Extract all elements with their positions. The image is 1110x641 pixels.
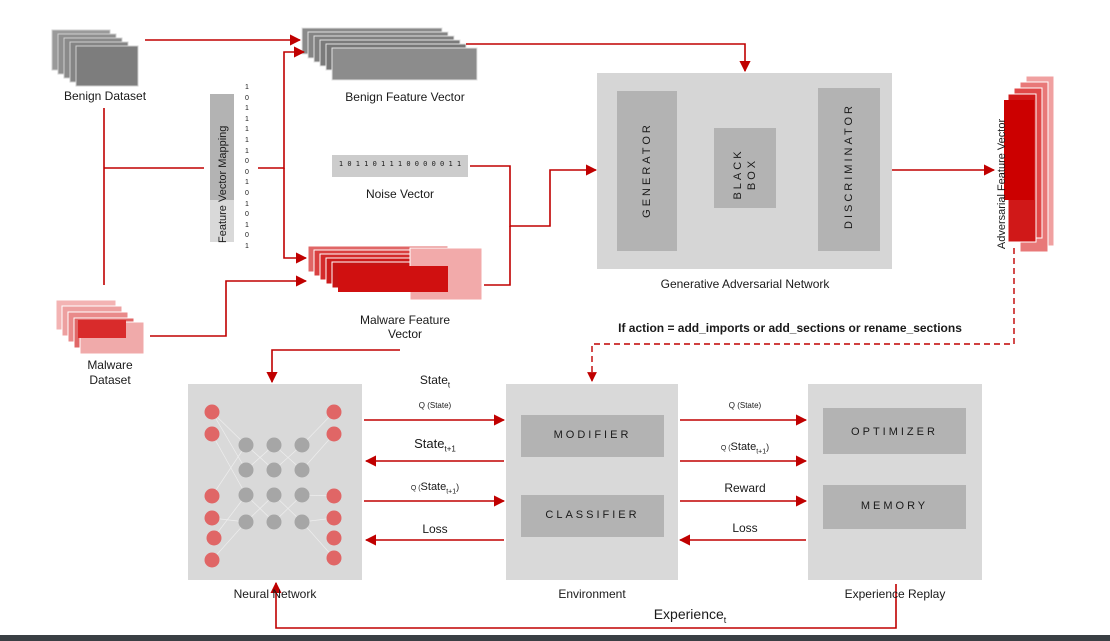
q-sub: t+1: [756, 448, 767, 456]
malware-feature-vector-line1: Malware Feature: [359, 313, 451, 327]
q-state-left-label: Q (State): [418, 401, 452, 410]
adversarial-feature-vector-label: Adversarial Feature Vector: [996, 118, 1008, 250]
q-prefix: Q (: [410, 485, 421, 492]
mapping-bit: 0: [245, 232, 249, 240]
bottom-bar: [0, 635, 1110, 641]
memory-label: MEMORY: [860, 500, 929, 512]
mapping-bit: 1: [245, 179, 249, 187]
state-t1-label: Statet+1: [390, 436, 480, 454]
mapping-bit: 0: [245, 189, 249, 197]
gan-title: Generative Adversarial Network: [660, 277, 830, 291]
mapping-bit: 1: [245, 126, 249, 134]
environment-label: Environment: [558, 587, 626, 601]
q-state-text: State: [420, 481, 447, 493]
rl-arrows: [270, 414, 897, 629]
state-t-label: Statet: [390, 373, 480, 389]
mapping-bit: 1: [245, 200, 249, 208]
modifier-box: [521, 415, 664, 457]
q-state-text: State: [730, 441, 757, 453]
experience-label: Experiencet: [620, 606, 760, 625]
memory-box: [823, 485, 966, 529]
generator-box: [617, 91, 677, 251]
mapping-bit: 0: [245, 168, 249, 176]
feature-mapping-column: [210, 94, 234, 242]
black-box-label: BLACK BOX: [731, 129, 759, 219]
q-postfix: ): [456, 482, 460, 492]
black-box-line1: BLACK: [732, 148, 744, 200]
benign-dataset-label: Benign Dataset: [63, 89, 147, 103]
gan-arrows: [103, 34, 996, 384]
experience-text: Experience: [653, 606, 724, 622]
benign-dataset-stack: [51, 29, 139, 87]
mapping-bits: 1 0 1 1 1 1 1 0 0 1 0 1 0 1 0 1: [242, 83, 252, 253]
generator-label: GENERATOR: [641, 122, 653, 218]
mapping-bit: 0: [245, 211, 249, 219]
discriminator-box: [818, 88, 880, 251]
q-sub: t+1: [446, 488, 457, 496]
loss-left-label: Loss: [422, 522, 448, 536]
experience-sub: t: [723, 614, 727, 625]
noise-vector-bar: [332, 155, 468, 177]
q-postfix: ): [766, 442, 770, 452]
q-state-t1-left-label: Q (Statet+1): [390, 479, 480, 495]
discriminator-label: DISCRIMINATOR: [843, 103, 855, 229]
mapping-bit: 1: [245, 105, 249, 113]
malware-dataset-stack: [55, 299, 145, 355]
malware-feature-vector-label: Malware Feature Vector: [340, 313, 470, 341]
loss-right-label: Loss: [732, 521, 758, 535]
condition-label: If action = add_imports or add_sections …: [618, 321, 962, 335]
noise-vector-bits: 1 0 1 1 0 1 1 1 0 0 0 0 0 1 1: [338, 160, 462, 168]
experience-replay-label: Experience Replay: [844, 587, 946, 601]
mapping-bit: 0: [245, 94, 249, 102]
q-prefix: Q (: [720, 445, 731, 452]
environment-block: [506, 384, 678, 580]
modifier-label: MODIFIER: [553, 429, 632, 441]
mapping-bit: 1: [245, 242, 249, 250]
classifier-label: CLASSIFIER: [545, 509, 640, 521]
malware-dataset-line2: Dataset: [89, 373, 131, 387]
benign-feature-vector-label: Benign Feature Vector: [345, 90, 465, 104]
malware-feature-vector-stack: [307, 245, 483, 301]
neural-network-label: Neural Network: [233, 587, 317, 601]
mapping-bit: 0: [245, 158, 249, 166]
optimizer-box: [823, 408, 966, 454]
nn-nodes: [204, 404, 342, 568]
mapping-bit: 1: [245, 147, 249, 155]
state-t1-text: State: [414, 436, 445, 451]
noise-vector-label: Noise Vector: [365, 187, 435, 201]
mapping-bit: 1: [245, 221, 249, 229]
mapping-bit: 1: [245, 115, 249, 123]
q-state-t1-right-label: Q (Statet+1): [700, 439, 790, 455]
benign-feature-vector-stack: [301, 27, 478, 81]
feature-vector-mapping-label: Feature Vector Mapping: [217, 125, 229, 243]
state-t-sub: t: [447, 380, 451, 390]
state-t1-sub: t+1: [444, 444, 456, 454]
malware-dataset-label: Malware Dataset: [60, 358, 160, 388]
reward-label: Reward: [724, 481, 766, 495]
q-state-right-label: Q (State): [728, 401, 762, 410]
black-box: [714, 128, 776, 208]
mapping-bit: 1: [245, 136, 249, 144]
adversarial-feature-vector-stack: [1004, 75, 1055, 253]
classifier-box: [521, 495, 664, 537]
optimizer-label: OPTIMIZER: [851, 426, 938, 438]
black-box-line2: BOX: [746, 157, 758, 191]
state-t-text: State: [419, 373, 448, 387]
malware-dataset-line1: Malware: [87, 358, 133, 372]
malware-feature-vector-line2: Vector: [387, 327, 423, 341]
mapping-bit: 1: [245, 84, 249, 91]
